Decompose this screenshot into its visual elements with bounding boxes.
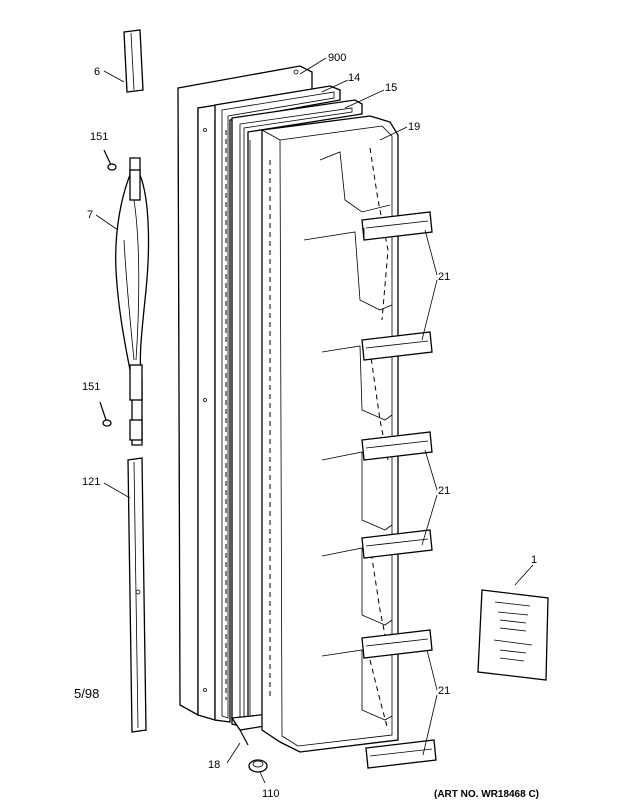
callout-21-lower: 21 — [438, 685, 450, 697]
leader-lines — [95, 57, 534, 784]
callout-21-middle: 21 — [438, 485, 450, 497]
part-21-shelf-bins — [361, 211, 437, 769]
shelf-bin-3 — [361, 431, 433, 461]
part-6-trim-strip — [123, 29, 144, 93]
shelf-bin-1 — [361, 211, 433, 241]
shelf-bin-2 — [361, 331, 433, 361]
callout-1: 1 — [531, 554, 537, 566]
part-19-inner-liner — [261, 115, 399, 753]
shelf-bin-4 — [361, 529, 433, 559]
callout-151-top: 151 — [90, 131, 108, 143]
callout-labels: 6 900 14 15 19 151 7 21 151 21 121 1 21 … — [82, 52, 537, 800]
part-151-screw-bottom — [99, 401, 112, 427]
part-1-manual-card — [477, 589, 549, 681]
part-121-trim-strip — [127, 457, 147, 733]
callout-21-upper: 21 — [438, 271, 450, 283]
callout-110: 110 — [262, 788, 280, 800]
callout-7: 7 — [87, 209, 93, 221]
date-code: 5/98 — [74, 686, 99, 701]
callout-18: 18 — [208, 759, 220, 771]
callout-900: 900 — [328, 52, 346, 64]
art-number: (ART NO. WR18468 C) — [434, 789, 539, 800]
callout-14: 14 — [348, 72, 360, 84]
shelf-bin-6 — [365, 739, 437, 769]
callout-6: 6 — [94, 66, 100, 78]
part-151-screw-top — [103, 149, 117, 171]
callout-19: 19 — [408, 121, 420, 133]
callout-151-bottom: 151 — [82, 381, 100, 393]
part-7-handle — [115, 157, 150, 446]
shelf-bin-5 — [361, 629, 433, 659]
part-110-cam — [248, 759, 268, 773]
callout-121: 121 — [82, 476, 100, 488]
callout-15: 15 — [385, 82, 397, 94]
